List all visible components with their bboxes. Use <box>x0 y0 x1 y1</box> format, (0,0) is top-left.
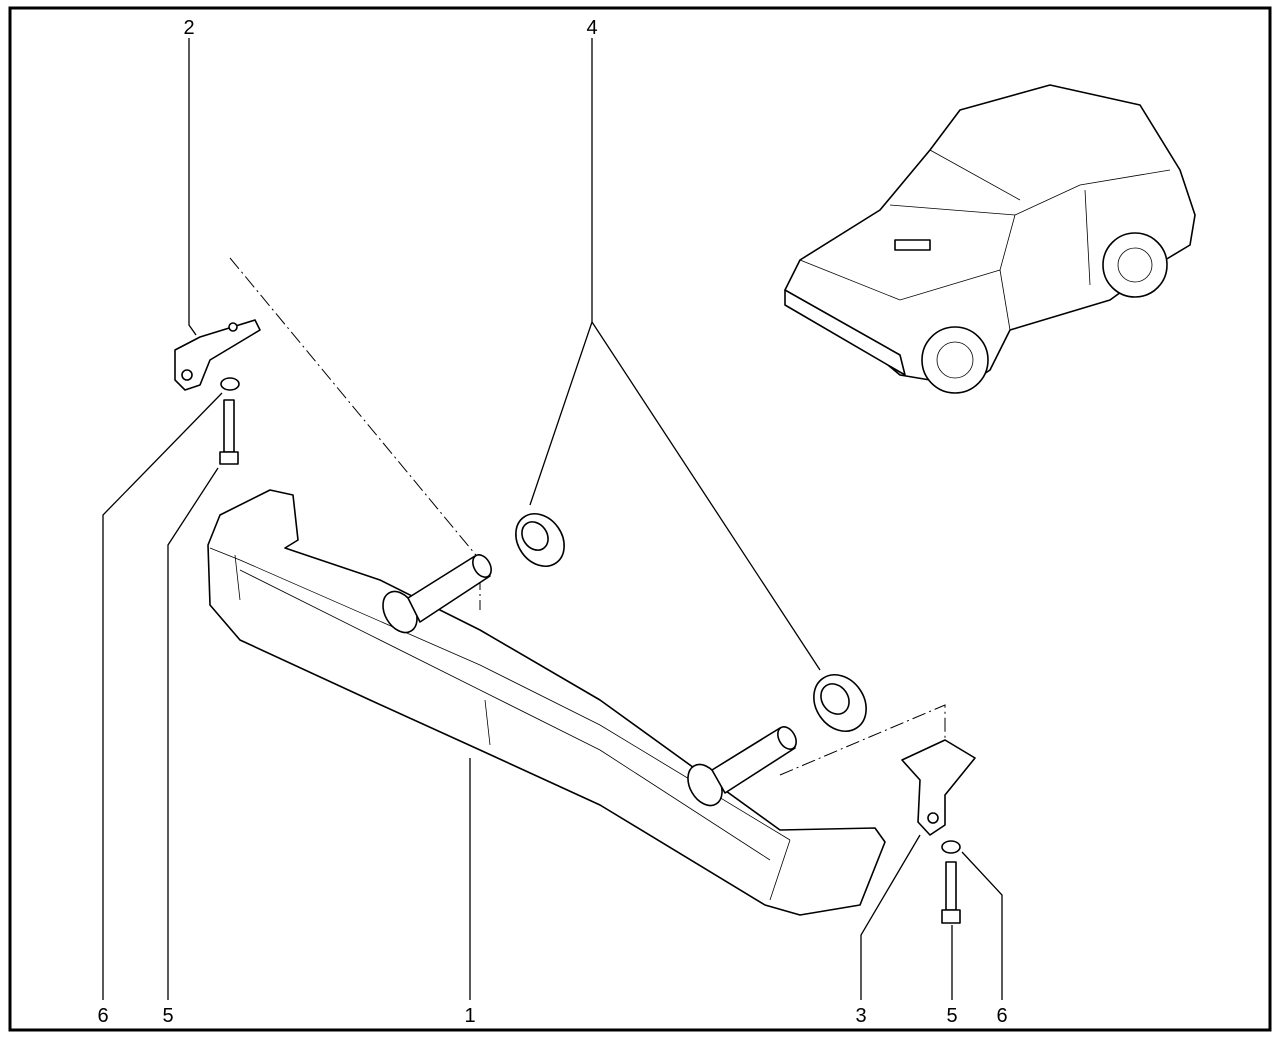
frame-border <box>8 6 1272 1032</box>
vehicle-overview-illustration <box>784 84 1196 394</box>
callout-6-right: 6 <box>996 1005 1007 1027</box>
centerline-right <box>779 704 946 776</box>
bolt-left-part-5 <box>219 399 239 465</box>
washer-left-part-6 <box>220 377 240 391</box>
washer-right-part-6 <box>941 840 961 854</box>
bolt-right-part-5 <box>941 861 961 924</box>
callout-2-top: 2 <box>183 17 194 39</box>
bracket-right-part-3 <box>901 739 976 836</box>
callout-5-right: 5 <box>946 1005 957 1027</box>
leader-lines <box>102 38 1003 1000</box>
bracket-left-part-2 <box>174 319 261 391</box>
grommet-right <box>813 674 867 732</box>
callout-1: 1 <box>464 1005 475 1027</box>
mounting-pin-right <box>687 726 797 807</box>
callout-4-top: 4 <box>586 17 597 39</box>
bumper-part-1 <box>207 489 886 916</box>
callout-5-left: 5 <box>162 1005 173 1027</box>
grommet-left <box>515 513 565 567</box>
mounting-pin-left <box>382 554 492 634</box>
callout-3: 3 <box>855 1005 866 1027</box>
callout-6-left: 6 <box>97 1005 108 1027</box>
